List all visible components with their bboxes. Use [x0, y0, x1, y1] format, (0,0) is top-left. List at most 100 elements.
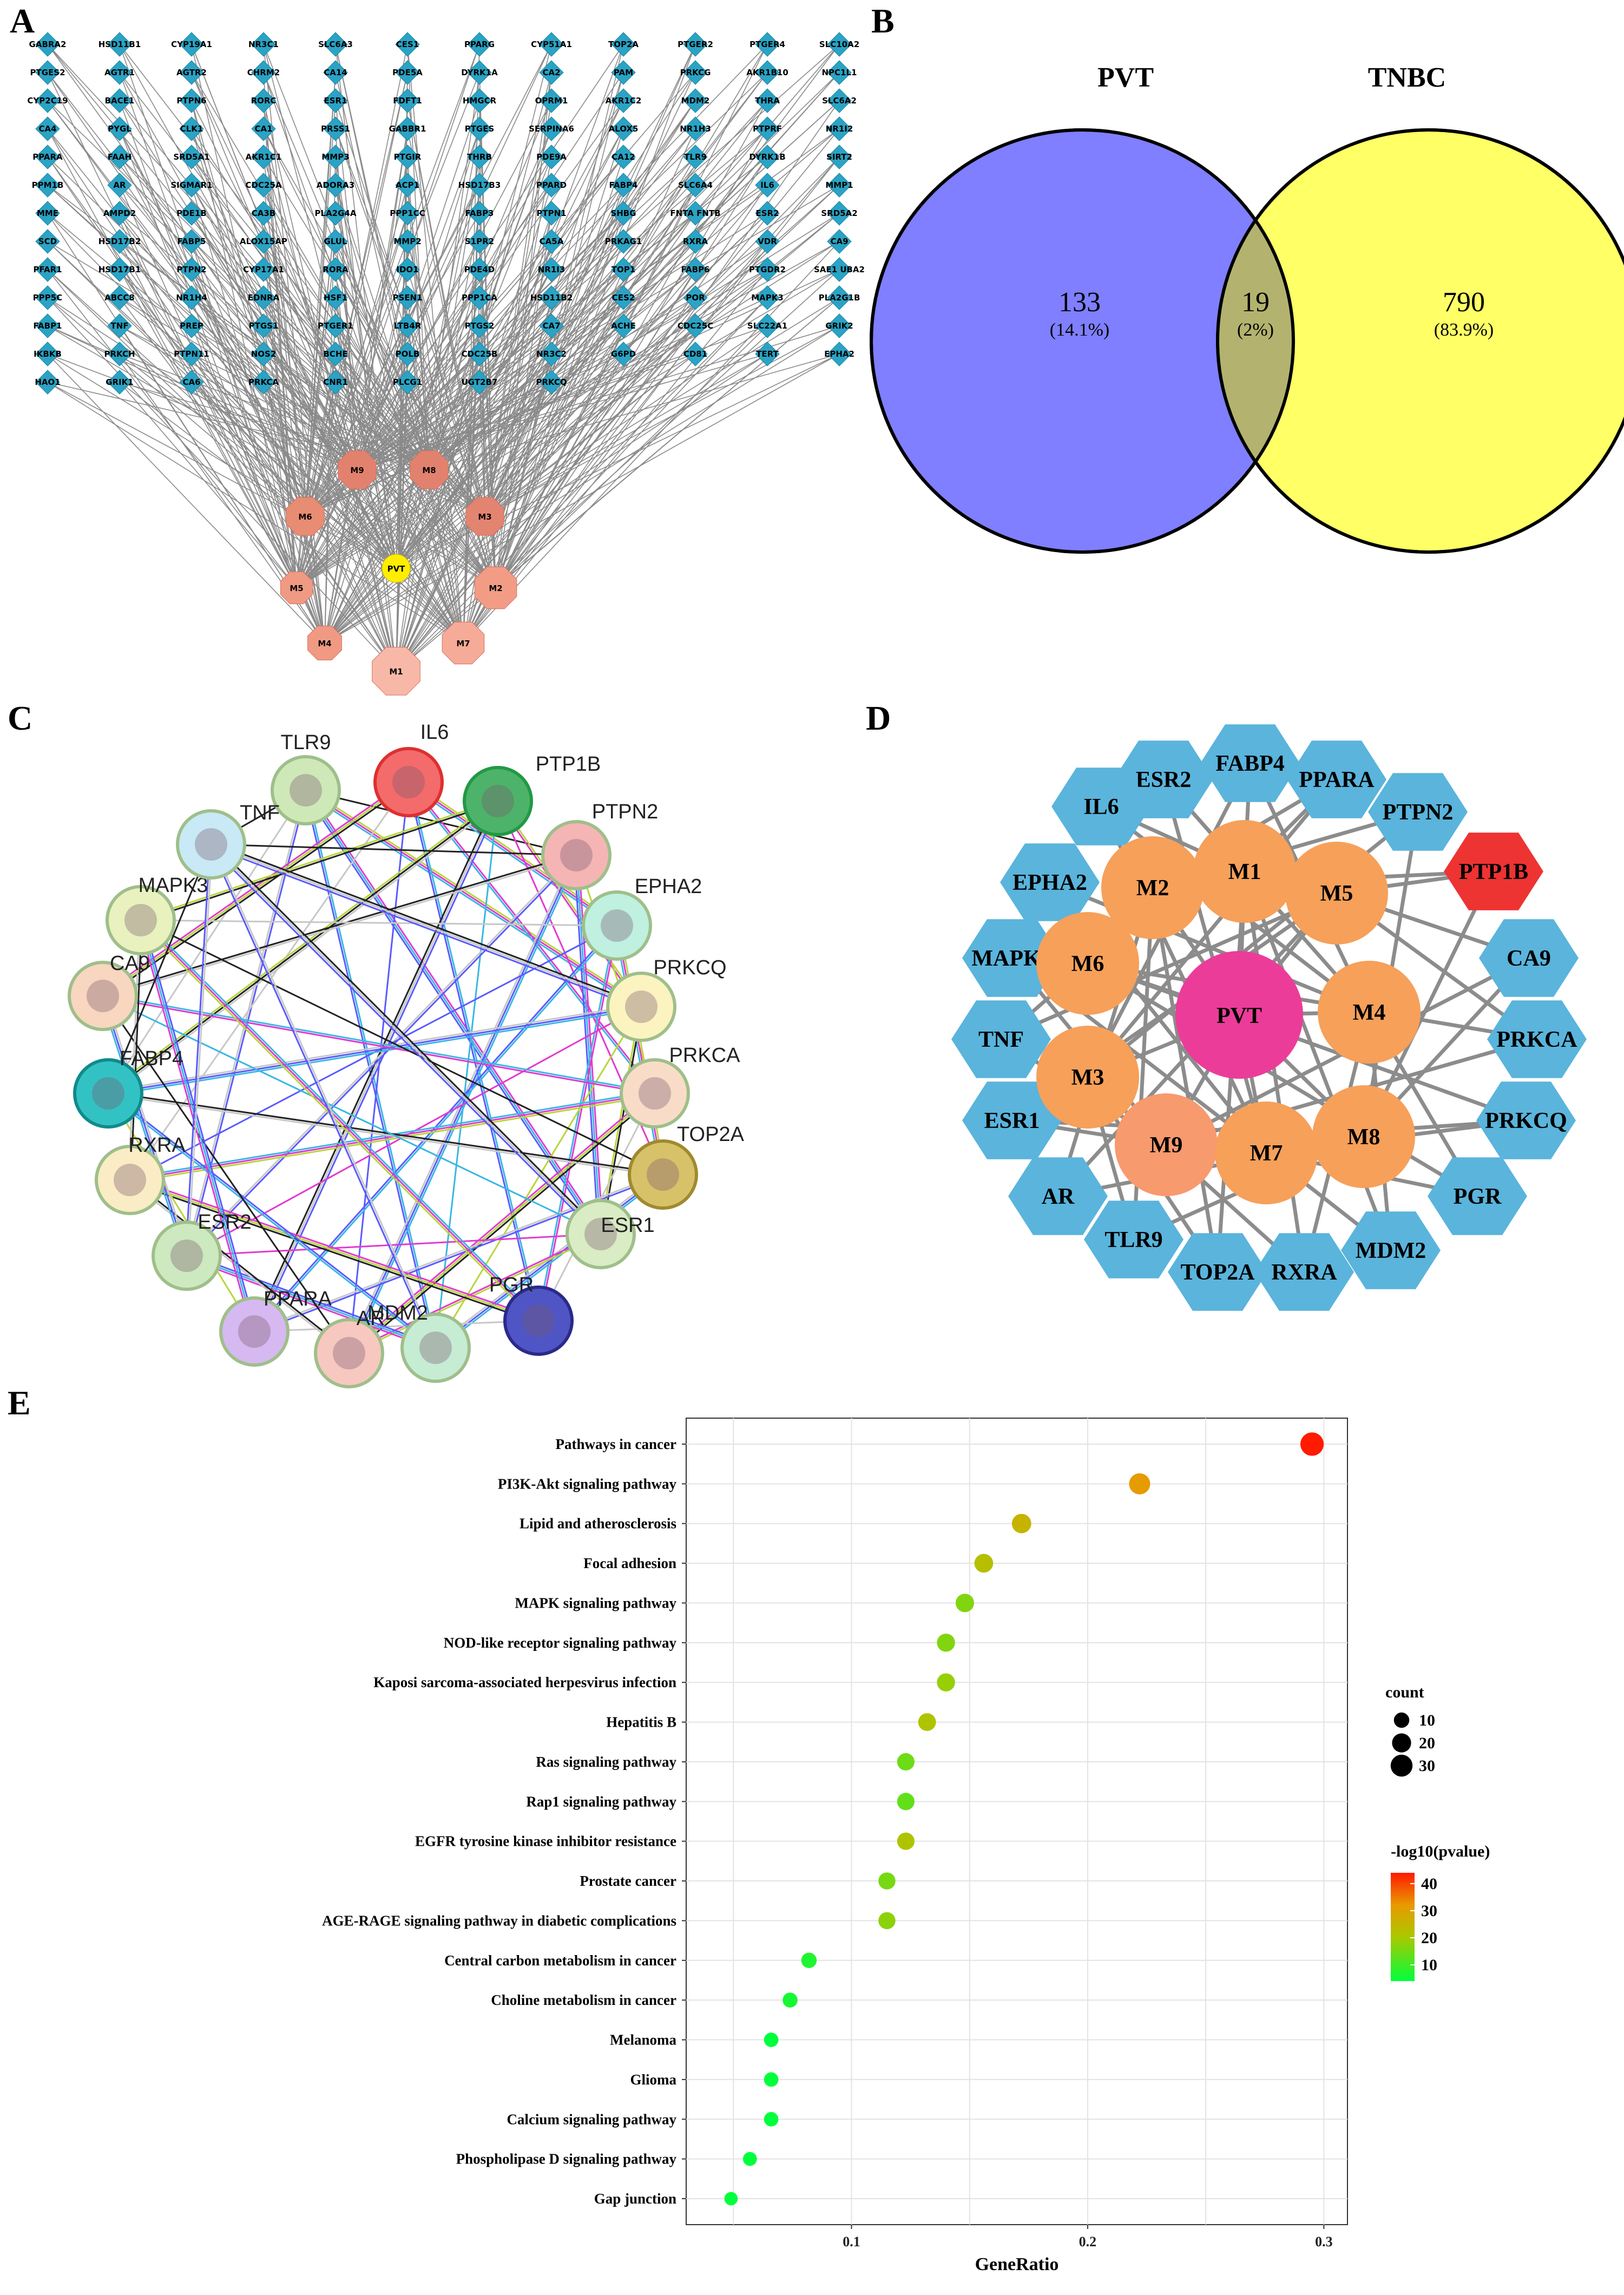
c-node-label: TNF — [240, 802, 280, 824]
a-target-pam: PAM — [611, 60, 636, 85]
c-node-label: AR — [357, 1307, 385, 1330]
a-target-label: ALOX5 — [609, 124, 639, 134]
a-target-sae1-uba2: SAE1 UBA2 — [814, 257, 865, 282]
e-legend-count-title: count — [1385, 1683, 1424, 1701]
a-edge — [335, 325, 397, 569]
a-target-label: CNR1 — [323, 377, 348, 387]
c-node-prkca: PRKCA — [620, 1044, 740, 1129]
c-protein-structure — [601, 909, 633, 942]
a-edge — [357, 353, 696, 470]
a-target-ptger1: PTGER1 — [318, 313, 353, 338]
a-edge — [396, 241, 624, 569]
a-edge — [429, 128, 624, 470]
a-target-nr1h3: NR1H3 — [680, 116, 711, 141]
a-edge — [357, 241, 480, 470]
a-target-label: PREP — [180, 321, 203, 331]
d-hex-label: PRKCA — [1496, 1027, 1577, 1052]
a-module-m5: M5 — [280, 571, 313, 605]
a-target-ca3b: CA3B — [251, 201, 276, 226]
a-target-cyp19a1: CYP19A1 — [171, 32, 212, 57]
a-target-label: PTGIR — [394, 152, 422, 162]
a-target-label: MMP1 — [825, 180, 853, 190]
a-edge — [429, 269, 624, 470]
a-target-ca14: CA14 — [323, 60, 348, 85]
d-hex-ppara: PPARA — [1287, 740, 1386, 818]
e-point-central-carbon-metabolism-in-cancer — [801, 1952, 817, 1969]
a-target-slc22a1: SLC22A1 — [747, 313, 787, 338]
a-target-il6: IL6 — [755, 173, 780, 198]
e-category-label: Pathways in cancer — [556, 1436, 676, 1452]
a-target-label: PTGS2 — [465, 321, 495, 331]
a-target-label: HSD17B2 — [98, 237, 141, 246]
a-target-hsd17b1: HSD17B1 — [98, 257, 141, 282]
a-target-ptgs1: PTGS1 — [249, 313, 278, 338]
a-target-label: PTPRF — [753, 124, 782, 134]
a-target-ptger4: PTGER4 — [749, 32, 785, 57]
a-target-ptgir: PTGIR — [394, 145, 422, 169]
venn-right-count: 790 — [1443, 287, 1485, 318]
a-target-ptpn2: PTPN2 — [176, 257, 207, 282]
a-edge — [191, 100, 306, 517]
a-target-label: PTGES2 — [30, 68, 65, 77]
d-module-m2: M2 — [1101, 836, 1204, 939]
a-edge — [335, 269, 485, 517]
c-edge — [102, 853, 576, 996]
a-edge — [191, 213, 430, 470]
a-target-label: GABBR1 — [389, 124, 426, 134]
a-target-label: SERPINA6 — [529, 124, 574, 134]
a-target-acp1: ACP1 — [395, 173, 420, 198]
a-edge — [296, 241, 840, 588]
a-edge — [335, 353, 464, 644]
d-hex-top2a: TOP2A — [1168, 1233, 1267, 1311]
c-edge — [186, 1255, 436, 1349]
a-edge — [429, 72, 840, 470]
a-target-ca9: CA9 — [827, 229, 852, 254]
a-edge — [357, 100, 624, 470]
a-module-label: M9 — [350, 465, 364, 475]
c-node-ptpn2: PTPN2 — [541, 801, 658, 890]
a-target-label: FABP6 — [681, 265, 710, 274]
a-edge — [396, 269, 480, 569]
a-target-label: SLC6A4 — [678, 180, 713, 190]
a-target-ces2: CES2 — [611, 285, 636, 310]
c-edge — [129, 782, 410, 1181]
a-target-label: CA2 — [542, 68, 560, 77]
a-target-akr1c1: AKR1C1 — [246, 145, 281, 169]
a-target-label: VDR — [758, 237, 777, 246]
c-protein-structure — [560, 839, 593, 871]
a-edge — [119, 213, 397, 569]
e-point-pathways-in-cancer — [1300, 1432, 1324, 1456]
a-target-label: ABCC8 — [104, 293, 135, 303]
a-target-label: HMGCR — [463, 96, 497, 106]
a-edge — [47, 325, 358, 470]
a-target-fabp3: FABP3 — [465, 201, 494, 226]
a-target-label: IKBKB — [34, 349, 62, 359]
a-edge — [335, 156, 397, 569]
c-protein-structure — [87, 980, 119, 1012]
d-hex-prkcq: PRKCQ — [1476, 1081, 1576, 1159]
e-point-egfr-tyrosine-kinase-inhibitor-resistance — [897, 1832, 915, 1850]
a-target-label: AGTR2 — [176, 68, 207, 77]
d-module-label: M3 — [1071, 1065, 1104, 1090]
a-target-agtr2: AGTR2 — [176, 60, 207, 85]
a-target-label: MMP3 — [321, 152, 349, 162]
a-edge — [479, 382, 496, 588]
a-edge — [305, 382, 336, 517]
a-target-label: PDE5A — [392, 68, 423, 77]
a-target-label: TOP1 — [612, 265, 635, 274]
d-module-m7: M7 — [1215, 1101, 1318, 1204]
c-node-label: PTP1B — [536, 753, 601, 776]
a-target-label: AKR1C2 — [606, 96, 642, 106]
a-target-label: SIRT2 — [826, 152, 852, 162]
d-center-pvt: PVT — [1175, 951, 1303, 1079]
a-target-label: AR — [113, 180, 126, 190]
a-edge — [305, 269, 840, 517]
a-edge — [324, 100, 624, 644]
a-edge — [119, 353, 397, 569]
a-target-label: PYGL — [108, 124, 132, 134]
a-target-label: THRB — [467, 152, 492, 162]
c-edge — [141, 801, 499, 922]
a-target-label: PLA2G4A — [315, 208, 357, 218]
c-protein-structure — [195, 828, 227, 861]
